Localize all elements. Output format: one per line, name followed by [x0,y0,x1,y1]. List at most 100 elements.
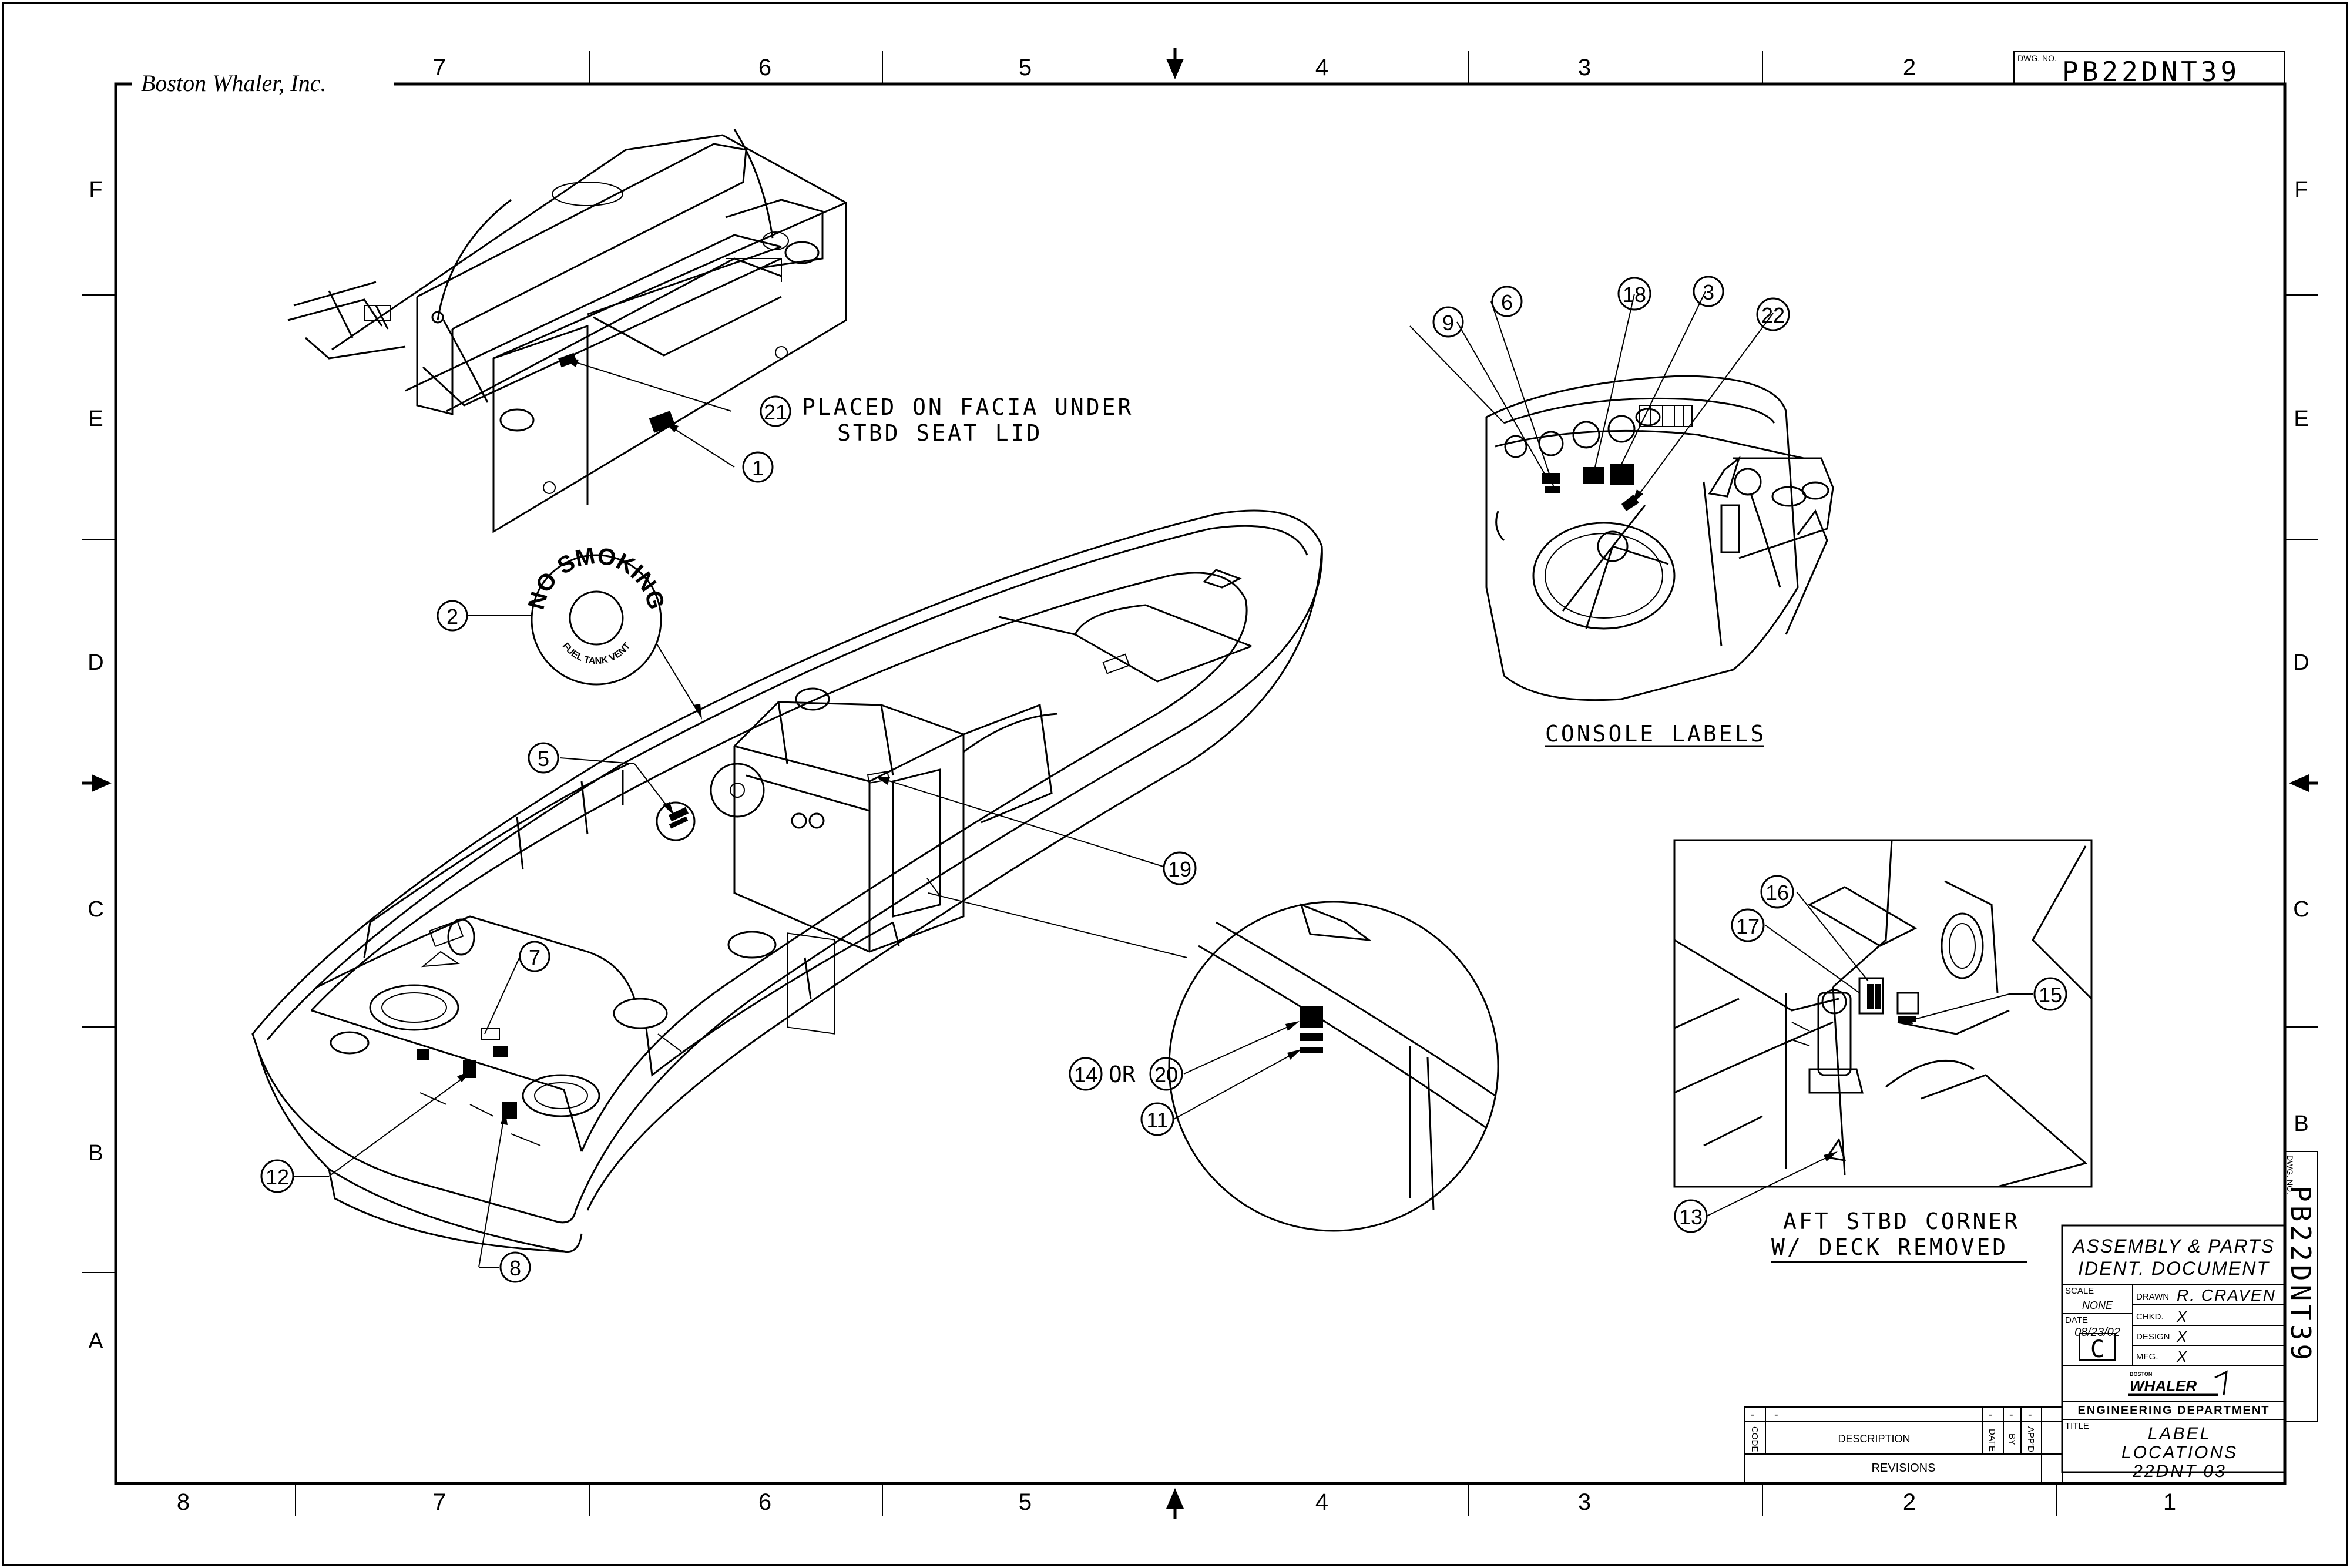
zone-label: 3 [1578,1489,1591,1515]
callout-number: 3 [1703,280,1714,304]
dwg-no: PB22DNT39 [2062,56,2240,88]
boston-whaler-logo: BOSTON WHALER [2128,1370,2228,1396]
callout-number: 17 [1736,914,1760,938]
boat-hull-view [251,509,1323,1253]
zone-label: 4 [1315,55,1328,80]
zone-label: 4 [1315,1489,1328,1515]
aft-corner-note-line2: W/ DECK REMOVED [1771,1234,2008,1260]
drawn-label: DRAWN [2136,1292,2169,1302]
mfg-label: MFG. [2136,1352,2158,1362]
rev-description-header: DESCRIPTION [1838,1433,1910,1445]
detail-enlargement [928,892,1499,1232]
date-label: DATE [2065,1315,2088,1325]
left-zone-labels: F E D C B A [88,177,103,1354]
revision-letter: C [2090,1336,2104,1363]
callout-number: 19 [1168,857,1191,881]
callout-15: 15 [2033,977,2067,1011]
callout-number: 18 [1623,283,1646,307]
callout-number: 11 [1146,1108,1168,1132]
callout-number: 8 [509,1256,521,1280]
title-line3: 22DNT-03 [2132,1462,2227,1481]
zone-label: B [88,1141,103,1166]
dwg-no-box-top: DWG. NO. PB22DNT39 [2013,51,2285,88]
zone-label: 7 [433,55,446,80]
rev-dash: - [2009,1408,2013,1421]
callout-or-text: OR [1109,1062,1136,1087]
callout-18: 18 [1617,277,1651,311]
zone-label: 7 [433,1489,446,1515]
zone-label: F [2294,177,2308,202]
aft-seat-view [287,129,847,533]
zone-label: 2 [1903,55,1916,80]
design-label: DESIGN [2136,1332,2170,1342]
revisions-block: - - - - - CODE DESCRIPTION DATE BY APP'D… [1744,1406,2063,1484]
callout-number: 6 [1501,290,1513,314]
callout-13: 13 [1674,1199,1708,1233]
title-block: ASSEMBLY & PARTS IDENT. DOCUMENT SCALE N… [2061,1224,2286,1481]
callout-number: 7 [529,945,540,969]
callout-5: 5 [528,742,559,774]
zone-label: 5 [1019,55,1032,80]
logo-text: WHALER [2130,1377,2197,1395]
callout-16: 16 [1760,875,1794,909]
callout-number: 21 [764,400,787,424]
callout-19: 19 [1163,851,1197,885]
zone-label: C [2293,897,2309,922]
callout-8: 8 [499,1251,531,1283]
callout-number: 16 [1765,881,1789,905]
facia-note-line1: PLACED ON FACIA UNDER [802,394,1133,420]
top-zone-labels: 7 6 5 4 3 2 [433,55,1916,80]
dwg-no-label: DWG. NO. [2285,1155,2295,1194]
callout-22: 22 [1756,297,1790,331]
zone-label: E [2294,407,2308,431]
callout-14: 14 [1069,1057,1103,1091]
callout-11: 11 [1140,1102,1174,1136]
callout-2: 2 [437,600,468,632]
zone-label: D [2293,650,2309,675]
rev-by-header: BY [2007,1433,2017,1445]
zone-label: 6 [758,55,771,80]
zone-label: C [88,897,103,922]
callout-21: 21 [760,395,791,427]
title-line2: LOCATIONS [2121,1443,2238,1462]
callout-number: 5 [538,747,549,771]
rev-dash: - [1989,1408,1993,1421]
date-value: 08/23/02 [2074,1326,2120,1339]
callout-number: 1 [752,456,764,480]
zone-label: 2 [1903,1489,1916,1515]
zone-label: B [2294,1112,2308,1136]
drawn-value: R. CRAVEN [2177,1286,2276,1304]
zone-label: D [88,650,103,675]
chkd-label: CHKD. [2136,1312,2164,1322]
doc-type-line1: ASSEMBLY & PARTS [2072,1235,2275,1257]
rev-dash: - [2028,1408,2032,1421]
title-line1: LABEL [2148,1424,2211,1443]
rev-dash: - [1774,1408,1778,1421]
callout-number: 12 [266,1165,289,1189]
zone-label: F [89,177,102,202]
engineering-department: ENGINEERING DEPARTMENT [2078,1404,2270,1417]
company-name: Boston Whaler, Inc. [141,70,327,96]
rev-date-header: DATE [1987,1429,1997,1452]
right-zone-labels: F E D C B [2293,177,2309,1136]
aft-corner-note-line1: AFT STBD CORNER [1783,1208,2020,1234]
callout-bubbles: 21 1 2 5 7 12 8 19 [260,276,2067,1283]
leader-lines [294,291,2033,1268]
callout-number: 13 [1679,1205,1703,1229]
callout-17: 17 [1731,908,1765,942]
title-label: TITLE [2065,1421,2089,1431]
callout-20: 20 [1149,1057,1183,1091]
chkd-value: X [2176,1308,2188,1325]
zone-label: 1 [2163,1489,2176,1515]
zone-label: A [88,1329,103,1354]
revisions-footer: REVISIONS [1872,1462,1936,1475]
facia-note-line2: STBD SEAT LID [837,420,1042,446]
logo-small-text: BOSTON [2130,1371,2152,1377]
aft-corner-detail [1673,839,2093,1188]
callout-9: 9 [1432,306,1464,338]
scale-label: SCALE [2065,1286,2094,1296]
no-smoking-decal: NO SMOKING FUEL TANK VENT [523,543,669,686]
callout-1: 1 [742,451,774,483]
